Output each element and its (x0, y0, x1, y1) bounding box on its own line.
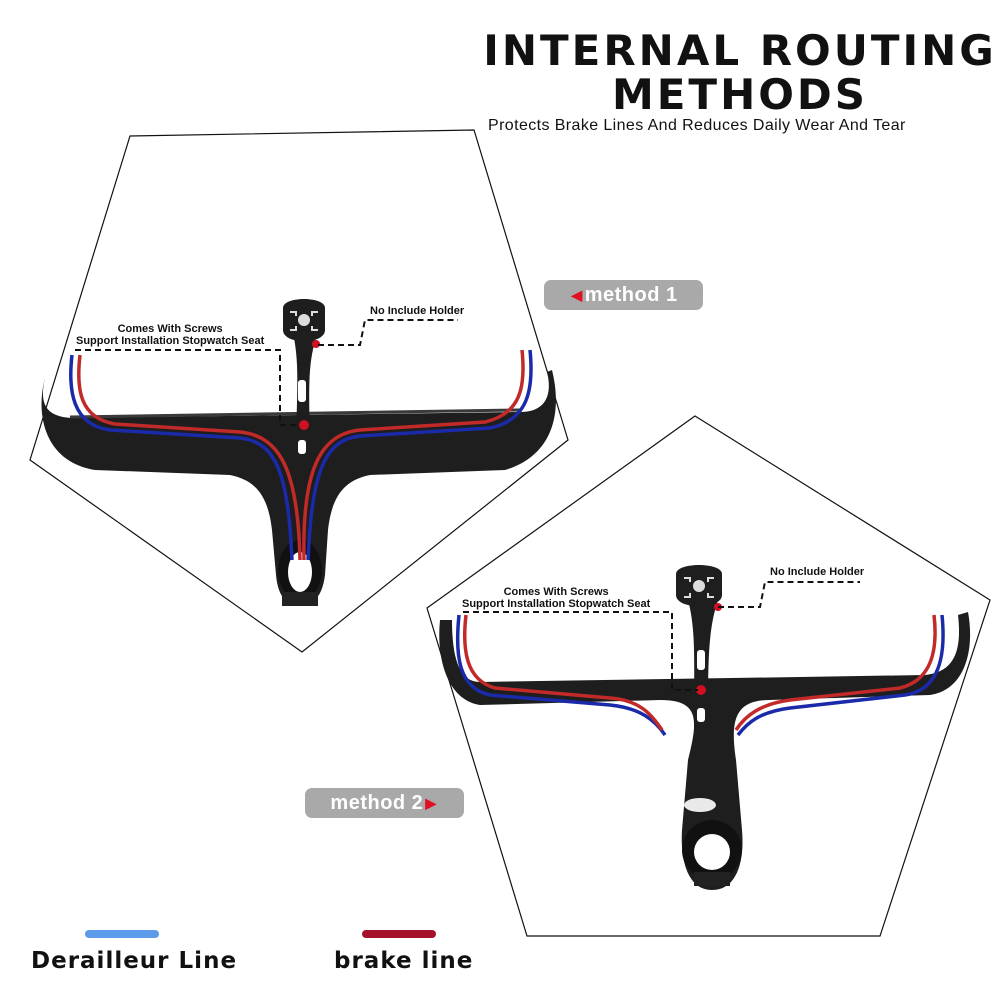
method2-screws-note: Comes With Screws Support Installation S… (462, 586, 650, 610)
method2-frame (426, 415, 991, 937)
derailleur-line-swatch (85, 930, 159, 938)
left-triangle-icon: ◀ (571, 286, 583, 303)
method1-screws-callout (75, 349, 300, 426)
method1-holder-note: No Include Holder (370, 305, 465, 317)
page-title: INTERNAL ROUTING (483, 26, 997, 75)
method2-screws-callout (463, 611, 698, 691)
method2-handlebar (439, 565, 971, 890)
method1-screws-note-line1: Comes With Screws (117, 323, 223, 335)
method1-label: method 1 (584, 283, 678, 306)
method2-screws-note-line1: Comes With Screws (503, 586, 609, 598)
page-subtitle: Protects Brake Lines And Reduces Daily W… (488, 117, 906, 134)
derailleur-line-label: Derailleur Line (31, 948, 238, 974)
method2-holder-note: No Include Holder (770, 566, 865, 578)
brake-line-swatch (362, 930, 436, 938)
method1-badge: ◀ method 1 (544, 280, 703, 310)
right-triangle-icon: ▶ (425, 794, 437, 811)
method2-screws-note-line2: Support Installation Stopwatch Seat (462, 598, 651, 610)
method1-screws-note-line2: Support Installation Stopwatch Seat (76, 335, 265, 347)
method2-holder-callout (718, 581, 860, 608)
brake-line-label: brake line (334, 948, 474, 974)
method2-label: method 2 (330, 791, 424, 814)
method2-badge: method 2 ▶ (305, 788, 464, 818)
page-title-line2: METHODS (611, 70, 869, 119)
method1-screws-note: Comes With Screws Support Installation S… (76, 323, 264, 347)
method1-handlebar (41, 299, 556, 606)
method1-holder-callout (318, 319, 458, 346)
